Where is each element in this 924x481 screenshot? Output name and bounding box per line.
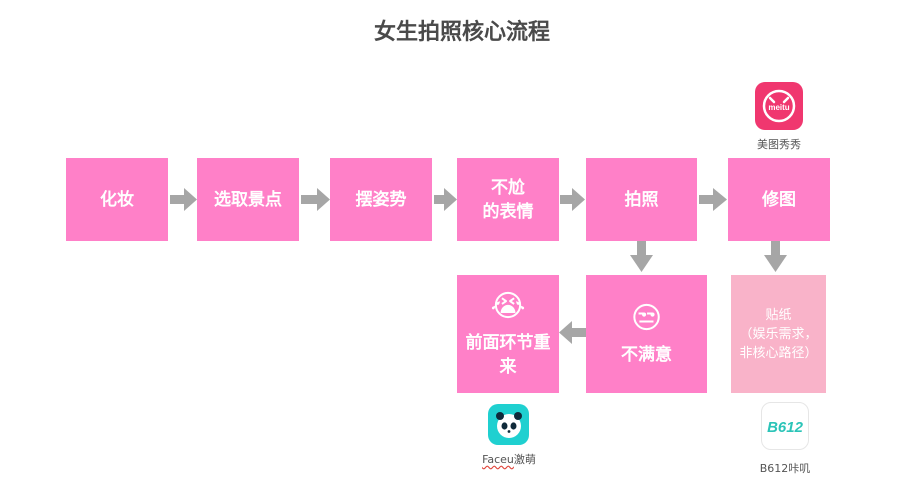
- diagram-title: 女生拍照核心流程: [373, 20, 550, 45]
- node-sticker: 贴纸 （娱乐需求， 非核心路径）: [731, 275, 826, 393]
- node-pose: 摆姿势: [330, 158, 432, 241]
- node-expression-label-line1: 不尬: [491, 177, 525, 198]
- node-makeup-label: 化妆: [100, 189, 134, 210]
- node-sticker-label-line1: 贴纸: [765, 307, 792, 323]
- node-pose-label: 摆姿势: [355, 189, 407, 210]
- node-redo-label-line1: 前面环节重: [465, 333, 551, 353]
- node-expression: 不尬 的表情: [457, 158, 559, 241]
- arrow-scene-to-pose: [301, 188, 330, 211]
- faceu-label-cn: 激萌: [513, 453, 536, 466]
- node-unsatisfied: 😒 不满意: [586, 275, 707, 393]
- arrow-unsatisfied-to-redo: [559, 321, 586, 344]
- faceu-app-label: Faceu激萌: [470, 451, 548, 467]
- arrow-shoot-to-retouch: [699, 188, 727, 211]
- faceu-label-name: Faceu: [482, 453, 514, 466]
- node-retouch-label: 修图: [762, 189, 796, 210]
- node-sticker-label-line3: 非核心路径）: [739, 345, 818, 361]
- node-expression-label-line2: 的表情: [482, 201, 534, 222]
- arrow-pose-to-expression: [434, 188, 457, 211]
- b612-logo-icon: B612: [767, 419, 804, 436]
- crying-face-icon: 😭: [490, 289, 526, 324]
- arrow-shoot-to-unsatisfied: [630, 241, 653, 272]
- node-shoot-label: 拍照: [624, 189, 659, 210]
- arrow-makeup-to-scene: [170, 188, 197, 211]
- node-scene: 选取景点: [197, 158, 299, 241]
- arrow-retouch-to-sticker: [764, 241, 787, 272]
- meitu-app-icon: meitu: [755, 82, 803, 130]
- node-redo-label-line2: 来: [499, 357, 517, 377]
- meitu-app-label: 美图秀秀: [757, 138, 801, 151]
- meitu-logo-icon: meitu: [762, 89, 796, 123]
- faceu-app-icon: [488, 404, 529, 445]
- node-redo: 😭 前面环节重 来: [457, 275, 559, 393]
- node-shoot: 拍照: [586, 158, 697, 241]
- arrow-expression-to-shoot: [560, 188, 585, 211]
- node-makeup: 化妆: [66, 158, 168, 241]
- node-scene-label: 选取景点: [214, 189, 282, 210]
- faceu-panda-icon: [495, 411, 522, 438]
- b612-app-label: B612咔叽: [759, 462, 811, 475]
- meitu-icon-text: meitu: [768, 103, 789, 112]
- node-unsatisfied-label: 不满意: [621, 345, 672, 365]
- b612-app-icon: B612: [761, 402, 809, 450]
- unamused-face-icon: 😒: [630, 301, 663, 336]
- node-sticker-label-line2: （娱乐需求，: [739, 326, 818, 342]
- node-retouch: 修图: [728, 158, 830, 241]
- b612-icon-text: B612: [767, 419, 804, 436]
